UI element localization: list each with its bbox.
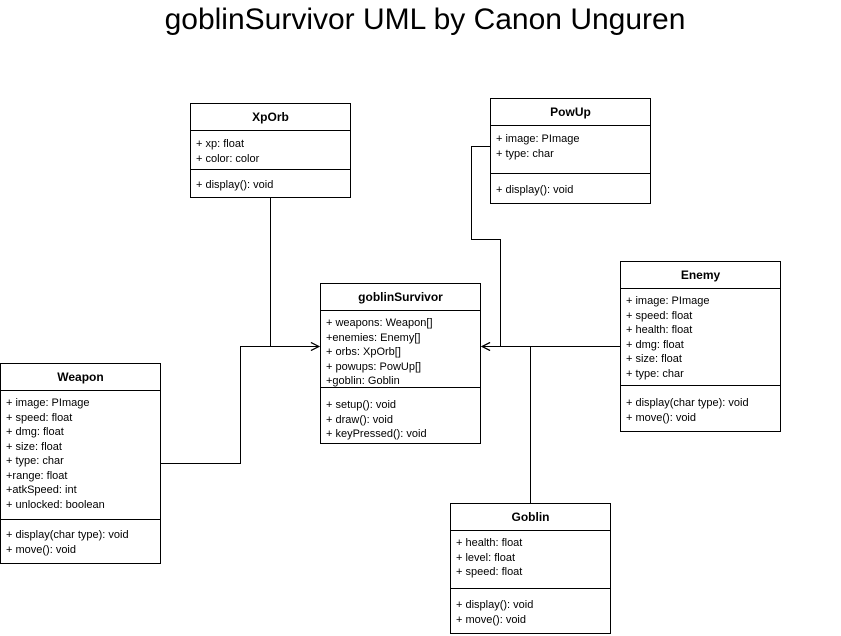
attribute: + powups: PowUp[] xyxy=(326,360,422,373)
attribute: + image: PImage xyxy=(626,295,710,307)
attribute: +atkSpeed: int xyxy=(6,484,77,496)
method: + move(): void xyxy=(456,613,526,626)
divider xyxy=(491,173,650,174)
attribute: +enemies: Enemy[] xyxy=(326,331,421,344)
attribute: + health: float xyxy=(456,537,523,549)
class-name: XpOrb xyxy=(252,110,289,124)
method: + keyPressed(): void xyxy=(326,428,427,440)
class-enemy[interactable]: Enemy + image: PImage + speed: float + h… xyxy=(620,261,781,432)
class-goblin[interactable]: Goblin + health: float + level: float + … xyxy=(450,503,611,634)
attribute-list: + image: PImage + speed: float + dmg: fl… xyxy=(6,396,158,512)
diagram-title: goblinSurvivor UML by Canon Unguren xyxy=(164,3,686,36)
attribute: + image: PImage xyxy=(496,133,580,145)
divider xyxy=(1,519,160,520)
attribute: + image: PImage xyxy=(6,397,90,409)
attribute: + speed: float xyxy=(6,411,73,424)
attribute-list: + image: PImage + speed: float + health:… xyxy=(626,294,778,381)
attribute: + color: color xyxy=(196,152,260,165)
class-name: Enemy xyxy=(680,268,721,282)
class-powup[interactable]: PowUp + image: PImage + type: char + dis… xyxy=(490,98,651,204)
divider xyxy=(321,387,480,388)
connector-weapon xyxy=(161,347,319,464)
connector-xporb xyxy=(270,197,320,347)
divider xyxy=(1,390,160,391)
method: + display(): void xyxy=(496,184,574,196)
method: + setup(): void xyxy=(326,399,397,411)
divider xyxy=(191,169,350,170)
attribute-list: + health: float + level: float + speed: … xyxy=(456,536,608,580)
class-name: Goblin xyxy=(511,510,550,524)
attribute: + size: float xyxy=(6,440,62,453)
attribute-list: + weapons: Weapon[] +enemies: Enemy[] + … xyxy=(326,316,478,387)
class-xporb[interactable]: XpOrb + xp: float + color: color + displ… xyxy=(190,103,351,198)
divider xyxy=(451,588,610,589)
attribute: +goblin: Goblin xyxy=(326,375,400,387)
attribute: + health: float xyxy=(626,324,693,336)
attribute: + dmg: float xyxy=(6,426,64,438)
method-list: + display(): void xyxy=(496,183,648,198)
attribute: + weapons: Weapon[] xyxy=(326,317,433,329)
connector-goblin xyxy=(482,347,531,503)
class-goblinsurvivor[interactable]: goblinSurvivor + weapons: Weapon[] +enem… xyxy=(320,283,481,444)
attribute: + orbs: XpOrb[] xyxy=(326,346,401,358)
divider xyxy=(321,310,480,311)
attribute: + speed: float xyxy=(626,309,693,322)
class-weapon[interactable]: Weapon + image: PImage + speed: float + … xyxy=(0,363,161,564)
attribute: + xp: float xyxy=(196,138,245,150)
method: + display(char type): void xyxy=(6,529,129,541)
attribute: + level: float xyxy=(456,551,516,564)
attribute: + size: float xyxy=(626,353,682,365)
attribute: +range: float xyxy=(6,469,68,482)
class-name: PowUp xyxy=(550,105,591,119)
method: + display(): void xyxy=(456,599,534,611)
method: + draw(): void xyxy=(326,413,393,426)
class-name: goblinSurvivor xyxy=(358,290,443,304)
method: + display(): void xyxy=(196,179,274,191)
attribute: + type: char xyxy=(626,367,684,380)
attribute: + type: char xyxy=(6,455,64,467)
attribute: + type: char xyxy=(496,147,554,160)
method-list: + display(char type): void + move(): voi… xyxy=(6,528,158,557)
method: + move(): void xyxy=(6,543,76,556)
attribute: + speed: float xyxy=(456,566,523,578)
attribute-list: + xp: float + color: color xyxy=(196,137,348,166)
method-list: + display(): void xyxy=(196,178,348,193)
divider xyxy=(491,125,650,126)
method-list: + display(char type): void + move(): voi… xyxy=(626,396,778,425)
divider xyxy=(191,130,350,131)
method-list: + display(): void + move(): void xyxy=(456,598,608,627)
divider xyxy=(451,530,610,531)
divider xyxy=(621,385,780,386)
method: + display(char type): void xyxy=(626,397,749,409)
divider xyxy=(621,288,780,289)
attribute: + dmg: float xyxy=(626,338,684,351)
method-list: + setup(): void + draw(): void + keyPres… xyxy=(326,398,478,442)
attribute: + unlocked: boolean xyxy=(6,498,105,511)
class-name: Weapon xyxy=(57,370,104,384)
attribute-list: + image: PImage + type: char xyxy=(496,132,648,161)
method: + move(): void xyxy=(626,411,696,424)
